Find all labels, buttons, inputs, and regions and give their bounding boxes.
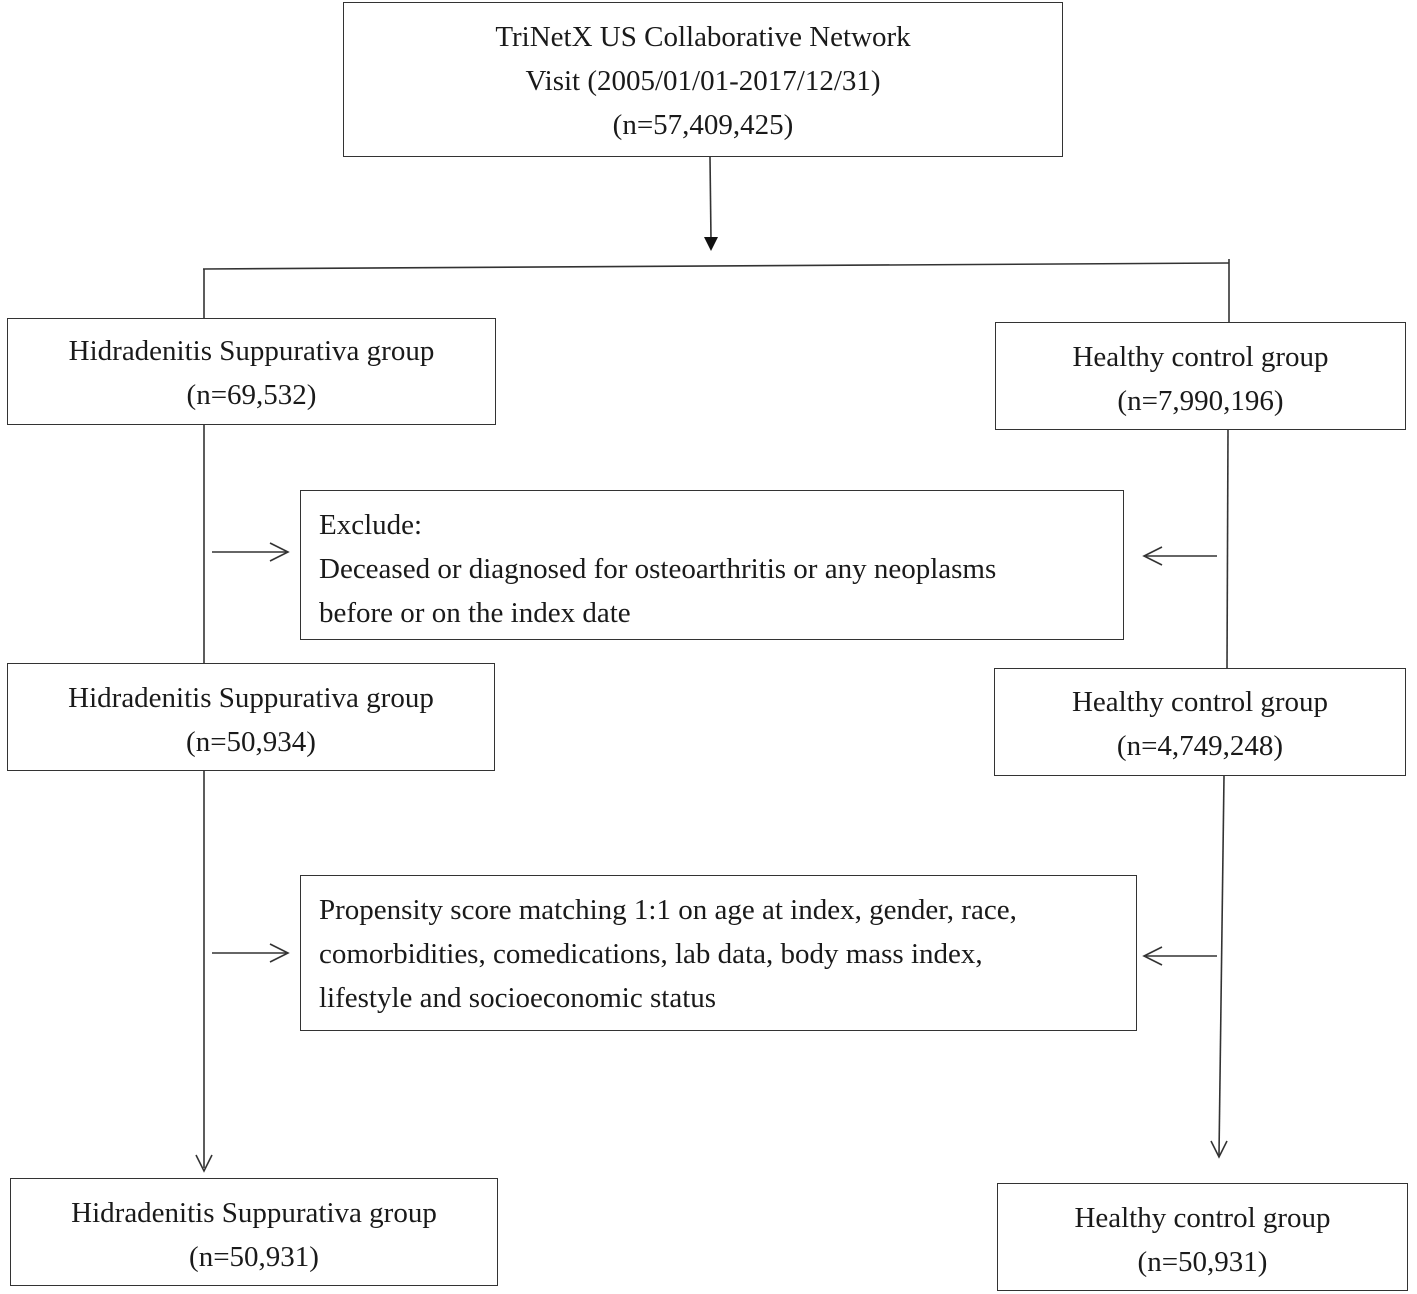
hc-matched-label: Healthy control group [1074,1202,1331,1234]
exclusion-criteria-box: Exclude: Deceased or diagnosed for osteo… [300,490,1124,640]
hs-initial-label: Hidradenitis Suppurativa group [68,335,435,367]
hc-right-trunk-2 [1218,775,1225,1156]
hc-matched-box: Healthy control group (n=50,931) [997,1183,1408,1291]
source-population-box: TriNetX US Collaborative Network Visit (… [343,2,1063,157]
source-down-arrowhead [704,237,718,251]
split-horizontal-connector [202,262,1230,270]
source-title: TriNetX US Collaborative Network [495,21,911,53]
hs-initial-count: (n=69,532) [186,379,317,411]
hc-after-exclusion-count: (n=4,749,248) [1116,730,1284,762]
exclusion-criteria-line-2: before or on the index date [319,597,631,629]
hc-right-trunk-1 [1226,429,1229,669]
source-down-connector [709,156,712,241]
exclusion-heading: Exclude: [319,509,423,541]
hs-matching-arrowhead [269,943,290,963]
matching-line-2: comorbidities, comedications, lab data, … [319,938,983,970]
source-count: (n=57,409,425) [612,109,794,141]
hc-matched-count: (n=50,931) [1137,1246,1268,1278]
hs-after-exclusion-label: Hidradenitis Suppurativa group [68,682,434,714]
propensity-matching-box: Propensity score matching 1:1 on age at … [300,875,1137,1031]
hc-initial-count: (n=7,990,196) [1117,385,1284,417]
hs-after-exclusion-count: (n=50,934) [186,726,316,758]
hs-after-exclusion-box: Hidradenitis Suppurativa group (n=50,934… [7,663,495,771]
matching-line-3: lifestyle and socioeconomic status [319,982,717,1014]
hs-matched-box: Hidradenitis Suppurativa group (n=50,931… [10,1178,498,1286]
hs-final-arrowhead [195,1154,213,1173]
hc-final-arrowhead [1210,1140,1228,1159]
hc-matching-arrowhead [1142,946,1163,966]
hs-initial-box: Hidradenitis Suppurativa group (n=69,532… [7,318,496,425]
hc-after-exclusion-label: Healthy control group [1071,686,1329,718]
hs-matched-label: Hidradenitis Suppurativa group [71,1197,437,1229]
source-period: Visit (2005/01/01-2017/12/31) [525,65,881,97]
hc-after-exclusion-box: Healthy control group (n=4,749,248) [994,668,1406,776]
hs-matched-count: (n=50,931) [189,1241,319,1273]
hc-initial-label: Healthy control group [1072,341,1329,373]
hc-initial-box: Healthy control group (n=7,990,196) [995,322,1406,430]
exclusion-criteria-line-1: Deceased or diagnosed for osteoarthritis… [319,553,997,585]
hs-exclusion-arrowhead [269,542,290,562]
matching-line-1: Propensity score matching 1:1 on age at … [319,894,1017,926]
hc-exclusion-arrowhead [1142,546,1163,566]
